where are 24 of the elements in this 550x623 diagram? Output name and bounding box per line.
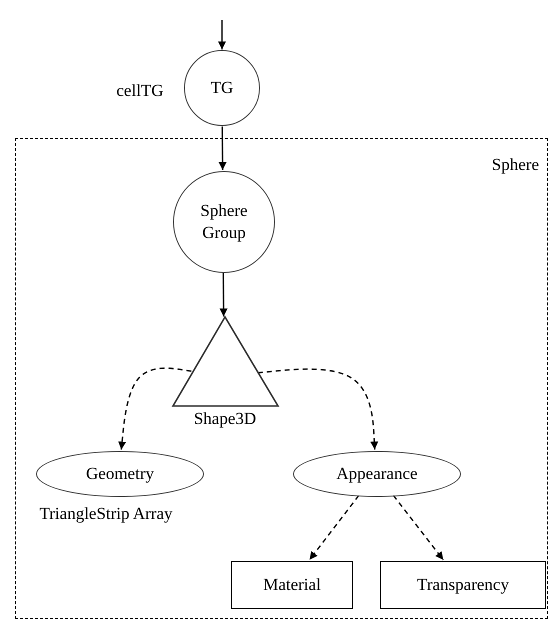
arrow xyxy=(218,20,226,50)
node-circle xyxy=(173,171,275,273)
arrow xyxy=(220,272,228,316)
arrow xyxy=(118,368,192,450)
arrow xyxy=(392,495,444,560)
node-label: Appearance xyxy=(336,462,418,485)
node-circle xyxy=(184,50,260,126)
node-label: Transparency xyxy=(417,575,509,595)
node-caption: TriangleStrip Array xyxy=(38,503,174,525)
arrow xyxy=(218,126,227,170)
arrow xyxy=(308,495,360,560)
node-label: TG xyxy=(210,76,234,99)
node-box xyxy=(380,561,546,609)
node-ellipse xyxy=(293,451,461,497)
group-title: Sphere xyxy=(492,155,539,176)
node-label: Shape3D xyxy=(192,409,258,430)
node-ellipse xyxy=(36,451,204,497)
node-box xyxy=(231,561,353,609)
node-label: Material xyxy=(263,575,321,595)
node-label: Sphere Group xyxy=(199,200,249,244)
node-caption: cellTG xyxy=(115,80,165,102)
arrow xyxy=(258,368,378,450)
group-frame xyxy=(15,138,548,619)
node-label: Geometry xyxy=(86,462,154,485)
